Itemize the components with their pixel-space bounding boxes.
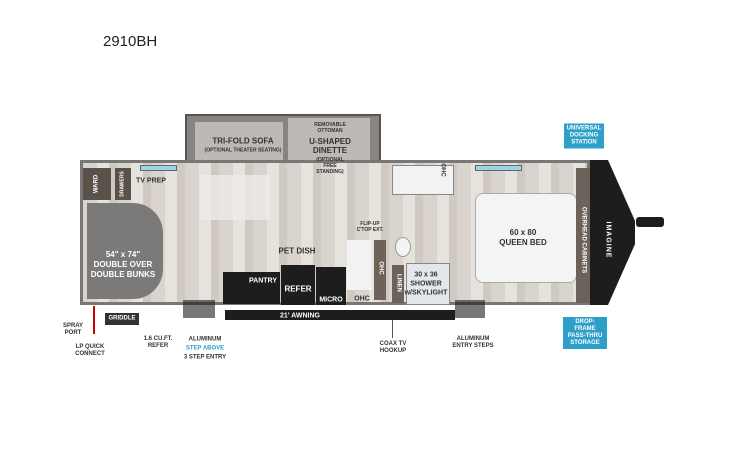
mini-refer-label: 1.6 CU.FT. REFER [143, 336, 173, 349]
bunks [87, 203, 163, 299]
entry-steps [183, 300, 215, 318]
bathroom-vanity [392, 165, 454, 195]
dinette-label: U-SHAPED DINETTE [309, 137, 351, 155]
counter [347, 240, 372, 290]
brand-logo: IMAGINE [604, 221, 612, 259]
drop-frame-badge: DROP-FRAME PASS-THRU STORAGE [563, 317, 607, 349]
bath-ohc-label: OHC [439, 163, 446, 177]
refrigerator [281, 265, 315, 305]
sofa-label: TRI-FOLD SOFA [212, 136, 274, 146]
docking-station-badge: UNIVERSAL DOCKING STATION [564, 123, 604, 149]
ohc-vertical-label: OHC [377, 261, 384, 275]
hitch [636, 217, 664, 227]
microwave [316, 267, 346, 305]
window [475, 165, 522, 171]
pantry [223, 272, 280, 304]
dinette-note: (OPTIONAL FREE STANDING) [316, 157, 344, 175]
refer-label: REFER [284, 284, 312, 294]
overhead-cabinets-label: OVERHEAD CABINETS [580, 206, 587, 274]
step-label-1: ALUMINUM [188, 336, 222, 343]
ohc-cabinet [374, 240, 386, 300]
ward [83, 168, 111, 200]
linen-closet [392, 265, 404, 303]
ottoman-label: REMOVABLE OTTOMAN [314, 122, 346, 134]
step-label-3: 3 STEP ENTRY [183, 354, 227, 361]
pet-dish-label: PET DISH [278, 246, 316, 256]
entry-steps-rear [455, 300, 485, 318]
table-area [200, 175, 270, 220]
sofa-note: (OPTIONAL THEATER SEATING) [204, 147, 282, 154]
front-cap [590, 160, 635, 305]
awning-label: 21' AWNING [280, 312, 320, 320]
griddle-label: GRIDDLE [108, 315, 136, 322]
shower [406, 263, 450, 305]
window [140, 165, 177, 171]
pantry-label: PANTRY [249, 277, 277, 285]
ward-label: WARD [93, 174, 100, 194]
spray-port-label: SPRAY PORT [62, 323, 84, 336]
lp-line [93, 306, 95, 334]
linen-label: LINEN [395, 274, 402, 292]
drawers-label: DRAWERS [119, 171, 126, 197]
bunks-label: 54" x 74" DOUBLE OVER DOUBLE BUNKS [90, 250, 156, 279]
coax-label: COAX TV HOOKUP [379, 341, 407, 354]
model-title: 2910BH [103, 33, 158, 50]
entry-steps-label: ALUMINUM ENTRY STEPS [452, 336, 494, 349]
overhead-cabinets [576, 168, 590, 303]
ohc-label: OHC [354, 295, 370, 303]
drawers [115, 168, 131, 200]
micro-label: MICRO [319, 296, 343, 304]
awning-bar [225, 310, 455, 320]
coax-line [392, 320, 393, 338]
griddle [105, 313, 139, 325]
queen-bed-label: 60 x 80 QUEEN BED [499, 228, 547, 247]
shower-label: 30 x 36 SHOWER w/SKYLIGHT [404, 271, 448, 297]
tv-prep-label: TV PREP [136, 177, 166, 185]
lp-label: LP QUICK CONNECT [75, 344, 105, 357]
step-label-2: STEP ABOVE [185, 345, 225, 352]
toilet [395, 237, 411, 257]
flip-up-label: FLIP-UP C'TOP EXT. [356, 221, 384, 233]
